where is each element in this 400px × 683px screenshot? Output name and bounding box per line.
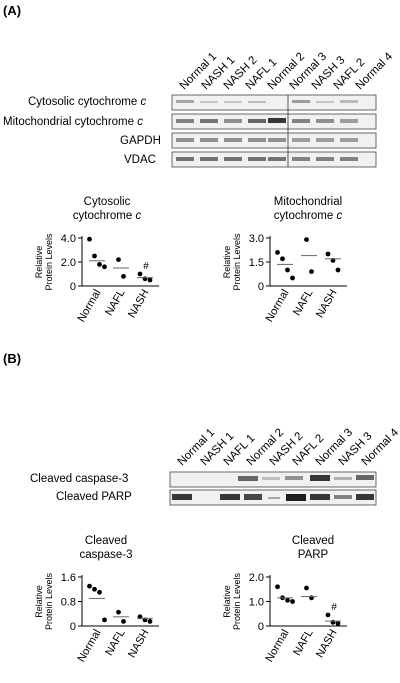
data-point bbox=[97, 589, 102, 595]
blot-label-mitochondrial: Mitochondrial cytochrome c bbox=[3, 116, 143, 128]
y-tick-label: 4.0 bbox=[61, 233, 76, 245]
data-point bbox=[280, 256, 285, 262]
y-tick-label: 2.0 bbox=[249, 572, 264, 584]
data-point bbox=[102, 264, 107, 270]
data-point bbox=[290, 599, 295, 604]
data-point bbox=[290, 275, 295, 281]
data-point bbox=[275, 584, 280, 590]
y-tick-label: 3.0 bbox=[249, 233, 264, 245]
significance-marker: # bbox=[143, 261, 149, 272]
data-point bbox=[147, 277, 153, 283]
y-tick-label: 1.0 bbox=[249, 597, 264, 609]
category-label: Normal bbox=[75, 628, 103, 665]
data-point bbox=[137, 271, 143, 277]
data-point bbox=[92, 253, 97, 259]
data-point bbox=[102, 617, 107, 623]
data-point bbox=[87, 236, 92, 242]
panel-b-western-blot bbox=[169, 471, 377, 506]
data-point bbox=[147, 619, 153, 624]
y-axis-label: RelativeProtein Levels bbox=[222, 572, 242, 630]
category-label: NASH bbox=[314, 627, 340, 660]
y-tick-label: 0 bbox=[70, 621, 76, 633]
category-label: NAFL bbox=[291, 628, 315, 658]
category-label: NASH bbox=[314, 287, 340, 320]
data-point bbox=[335, 621, 341, 626]
data-point bbox=[285, 267, 290, 273]
category-label: Normal bbox=[263, 288, 291, 325]
y-axis-label: RelativeProtein Levels bbox=[222, 233, 242, 291]
category-label: NAFL bbox=[103, 628, 127, 658]
data-point bbox=[304, 585, 309, 591]
y-tick-label: 2.0 bbox=[61, 257, 76, 269]
blot-label-gapdh: GAPDH bbox=[120, 135, 161, 147]
category-label: NASH bbox=[126, 287, 152, 320]
data-point bbox=[325, 612, 331, 618]
y-axis-label: RelativeProtein Levels bbox=[34, 572, 54, 630]
data-point bbox=[304, 237, 309, 243]
panel-b-blot-labels: Cleaved caspase-3 Cleaved PARP bbox=[30, 473, 132, 503]
y-tick-label: 1.5 bbox=[249, 257, 264, 269]
y-tick-label: 0 bbox=[70, 281, 76, 293]
y-tick-label: 0 bbox=[258, 621, 264, 633]
blot-label-caspase3: Cleaved caspase-3 bbox=[30, 473, 128, 485]
data-point bbox=[116, 609, 121, 615]
y-tick-label: 0 bbox=[258, 281, 264, 293]
panel-b-label: (B) bbox=[3, 351, 21, 366]
data-point bbox=[97, 262, 102, 267]
category-label: NASH bbox=[126, 627, 152, 660]
data-point bbox=[92, 586, 97, 592]
y-tick-label: 1.6 bbox=[61, 572, 76, 584]
data-point bbox=[87, 583, 92, 589]
panel-a-label: (A) bbox=[3, 3, 21, 18]
data-point bbox=[116, 257, 121, 262]
blot-label-vdac: VDAC bbox=[124, 154, 156, 166]
data-point bbox=[335, 267, 341, 273]
category-label: NAFL bbox=[103, 288, 127, 318]
panel-a-western-blot bbox=[171, 94, 377, 168]
data-point bbox=[309, 269, 314, 274]
y-axis-label: RelativeProtein Levels bbox=[34, 233, 54, 291]
blot-strip-cytosolic bbox=[171, 94, 377, 111]
data-point bbox=[285, 597, 290, 603]
data-point bbox=[121, 619, 126, 624]
category-label: Normal bbox=[263, 628, 291, 665]
y-tick-label: 0.8 bbox=[61, 597, 76, 609]
category-label: NAFL bbox=[291, 288, 315, 318]
blot-label-parp: Cleaved PARP bbox=[56, 491, 132, 503]
data-point bbox=[325, 251, 331, 257]
category-label: Normal bbox=[75, 288, 103, 325]
blot-label-cytosolic: Cytosolic cytochrome c bbox=[28, 96, 146, 108]
data-point bbox=[121, 274, 126, 279]
significance-marker: # bbox=[331, 602, 337, 613]
panel-a-blot-labels: Cytosolic cytochrome c Mitochondrial cyt… bbox=[3, 96, 161, 166]
data-point bbox=[275, 250, 280, 255]
